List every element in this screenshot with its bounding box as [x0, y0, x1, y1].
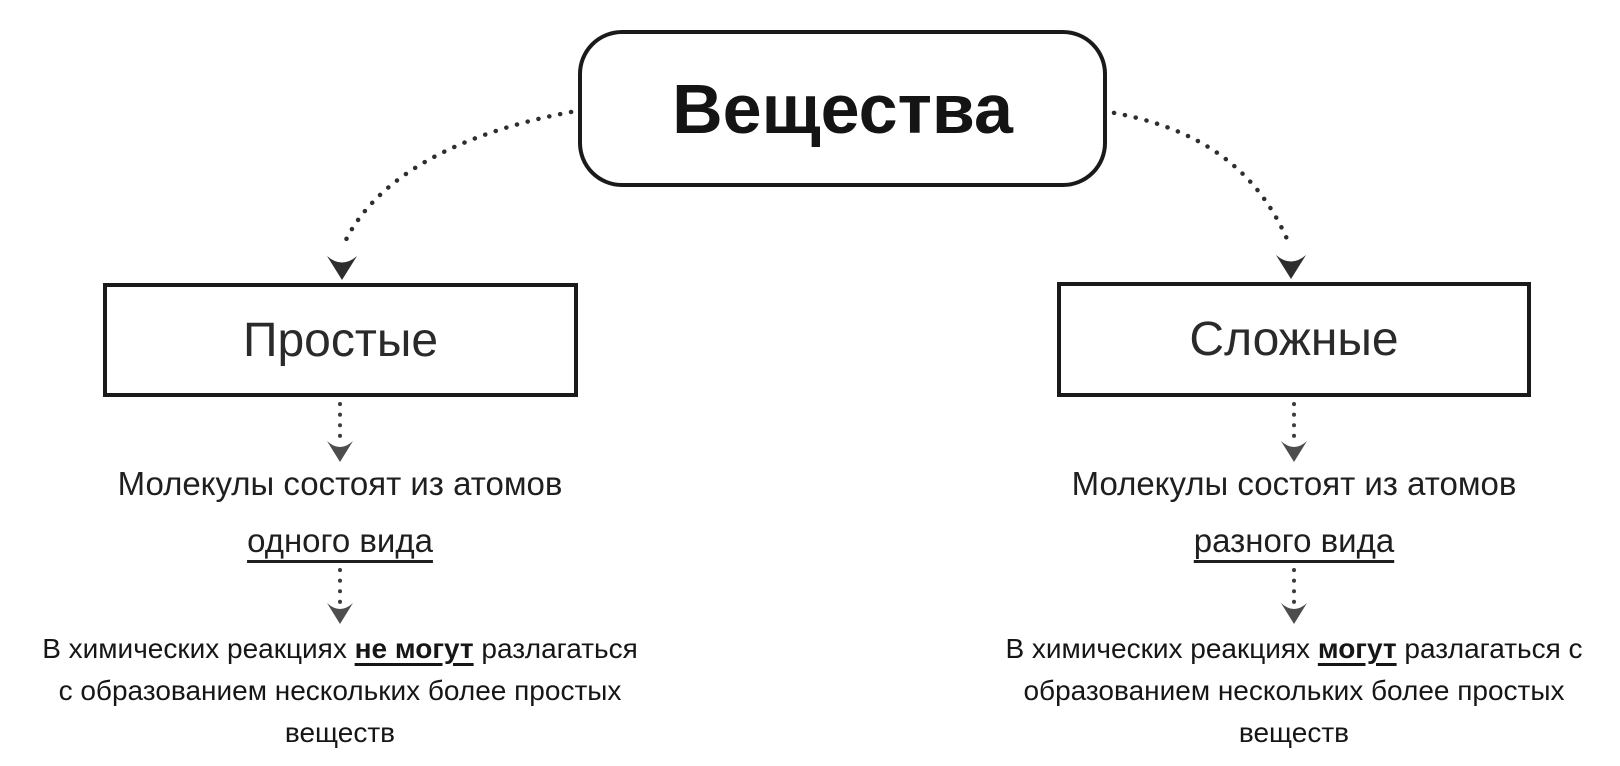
left-reaction-emphasis: не могут — [354, 633, 474, 664]
right-molecule-line1: Молекулы состоят из атомов — [1071, 465, 1517, 502]
root-node-label: Вещества — [672, 69, 1013, 148]
left-reaction-line2: с образованием нескольких более простых — [58, 675, 622, 706]
left-reaction-pre: В химических реакциях — [42, 633, 355, 664]
left-molecule-line1: Молекулы состоят из атомов — [117, 465, 563, 502]
root-node-substances: Вещества — [578, 30, 1107, 187]
arrowhead-down-icon — [327, 256, 357, 280]
arrowhead-down-icon — [1276, 255, 1306, 279]
right-reaction-note: В химических реакциях могут разлагаться … — [974, 628, 1614, 754]
right-molecule-underlined: разного вида — [1193, 522, 1395, 559]
node-simple-label: Простые — [242, 313, 439, 367]
right-molecule-line2: разного вида — [994, 512, 1594, 569]
arrowhead-down-icon — [1281, 603, 1307, 624]
right-reaction-line1: В химических реакциях могут разлагаться … — [974, 628, 1614, 670]
left-molecule-underlined: одного вида — [247, 522, 433, 559]
arrowhead-down-icon — [327, 603, 353, 624]
right-reaction-pre: В химических реакциях — [1005, 633, 1318, 664]
left-molecule-description: Молекулы состоят из атомов одного вида — [40, 455, 640, 569]
dotted-connector-root-to-right — [1100, 108, 1293, 249]
node-complex-substances: Сложные — [1057, 282, 1531, 397]
left-reaction-line1: В химических реакциях не могут разлагать… — [20, 628, 660, 670]
left-reaction-post: разлагаться — [473, 633, 638, 664]
right-reaction-line2: образованием нескольких более простых — [1023, 675, 1565, 706]
left-reaction-line3: веществ — [284, 717, 396, 748]
right-reaction-line3: веществ — [1238, 717, 1350, 748]
left-molecule-line2: одного вида — [40, 512, 640, 569]
left-reaction-note: В химических реакциях не могут разлагать… — [20, 628, 660, 754]
right-reaction-post: разлагаться с — [1396, 633, 1583, 664]
node-complex-label: Сложные — [1189, 313, 1399, 366]
right-molecule-description: Молекулы состоят из атомов разного вида — [994, 455, 1594, 569]
right-reaction-emphasis: могут — [1317, 633, 1397, 664]
node-simple-substances: Простые — [103, 283, 578, 397]
dotted-connector-root-to-left — [340, 107, 585, 249]
